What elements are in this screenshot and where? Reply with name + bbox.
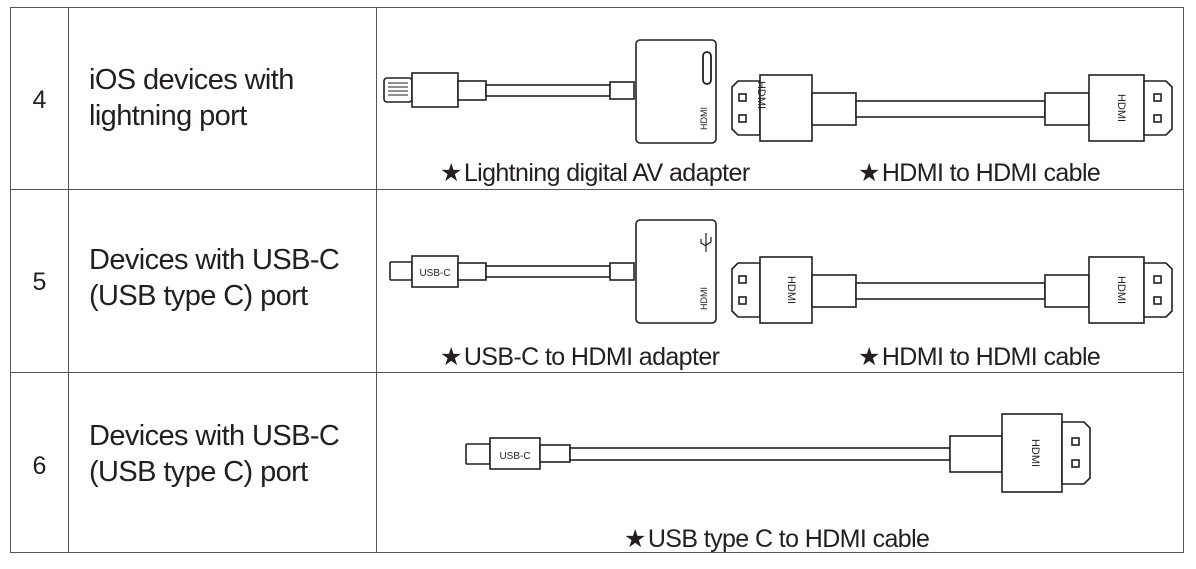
lightning-port-icon [702, 51, 712, 85]
connection-table [10, 7, 1184, 553]
cable-boot [1044, 92, 1090, 126]
cable [855, 282, 1046, 300]
device-line: Devices with USB-C [89, 420, 340, 452]
hdmi-plug-label: HDMI [1029, 439, 1041, 467]
hdmi-plug-icon [1001, 413, 1091, 493]
hdmi-plug-icon [731, 256, 813, 324]
cable-boot [1044, 274, 1090, 308]
column-divider [68, 7, 69, 553]
hdmi-plug-icon [1088, 256, 1173, 324]
device-line: lightning port [89, 100, 247, 132]
device-line: (USB type C) port [89, 280, 308, 312]
row-divider [10, 372, 1184, 373]
cable-boot [609, 81, 635, 100]
cable [569, 447, 951, 461]
usb-symbol-icon [700, 233, 712, 252]
star-icon: ★ [858, 159, 880, 187]
adapter-port-label: HDMI [699, 107, 709, 130]
adapter-body [635, 219, 717, 324]
star-icon: ★ [858, 343, 880, 371]
hdmi-plug-label: HDMI [1115, 276, 1127, 304]
usb-c-plug-icon [465, 437, 571, 470]
usb-c-plug-icon [389, 255, 487, 288]
device-line: iOS devices with [89, 64, 294, 96]
caption: ★USB type C to HDMI cable [624, 525, 930, 553]
lightning-plug-icon [383, 72, 487, 108]
row-number: 5 [32, 268, 47, 296]
device-line: Devices with USB-C [89, 244, 340, 276]
cable [855, 100, 1046, 118]
device-line: (USB type C) port [89, 456, 308, 488]
cable [485, 84, 611, 97]
cable [485, 265, 611, 278]
usb-c-label: USB-C [499, 451, 530, 462]
column-divider [376, 7, 377, 553]
device-description: iOS devices with lightning port [89, 62, 294, 134]
cable-boot [811, 92, 857, 126]
star-icon: ★ [624, 525, 646, 553]
cable-boot [609, 262, 635, 281]
hdmi-plug-label: HDMI [1115, 94, 1127, 122]
row4-illustration: HDMI HDMI HDMI [383, 39, 1173, 144]
hdmi-plug-label: HDMI [785, 276, 797, 304]
row6-illustration: USB-C HDMI [465, 413, 1091, 493]
row5-illustration: USB-C HDMI HDMI HDMI [389, 219, 1173, 324]
hdmi-plug-icon [731, 74, 813, 142]
star-icon: ★ [440, 159, 462, 187]
caption: ★Lightning digital AV adapter [440, 159, 750, 187]
adapter-body [635, 39, 717, 144]
device-description: Devices with USB-C (USB type C) port [89, 242, 340, 314]
usb-c-label: USB-C [419, 268, 450, 279]
cable-boot [949, 435, 1003, 473]
device-description: Devices with USB-C (USB type C) port [89, 418, 340, 490]
hdmi-plug-icon [1088, 74, 1173, 142]
row-number: 6 [32, 452, 47, 480]
row-number: 4 [32, 86, 47, 114]
caption: ★HDMI to HDMI cable [858, 343, 1101, 371]
hdmi-plug-label: HDMI [755, 81, 767, 109]
caption: ★HDMI to HDMI cable [858, 159, 1101, 187]
row-divider [10, 189, 1184, 190]
cable-boot [811, 274, 857, 308]
adapter-port-label: HDMI [699, 287, 709, 310]
star-icon: ★ [440, 343, 462, 371]
caption: ★USB-C to HDMI adapter [440, 343, 720, 371]
